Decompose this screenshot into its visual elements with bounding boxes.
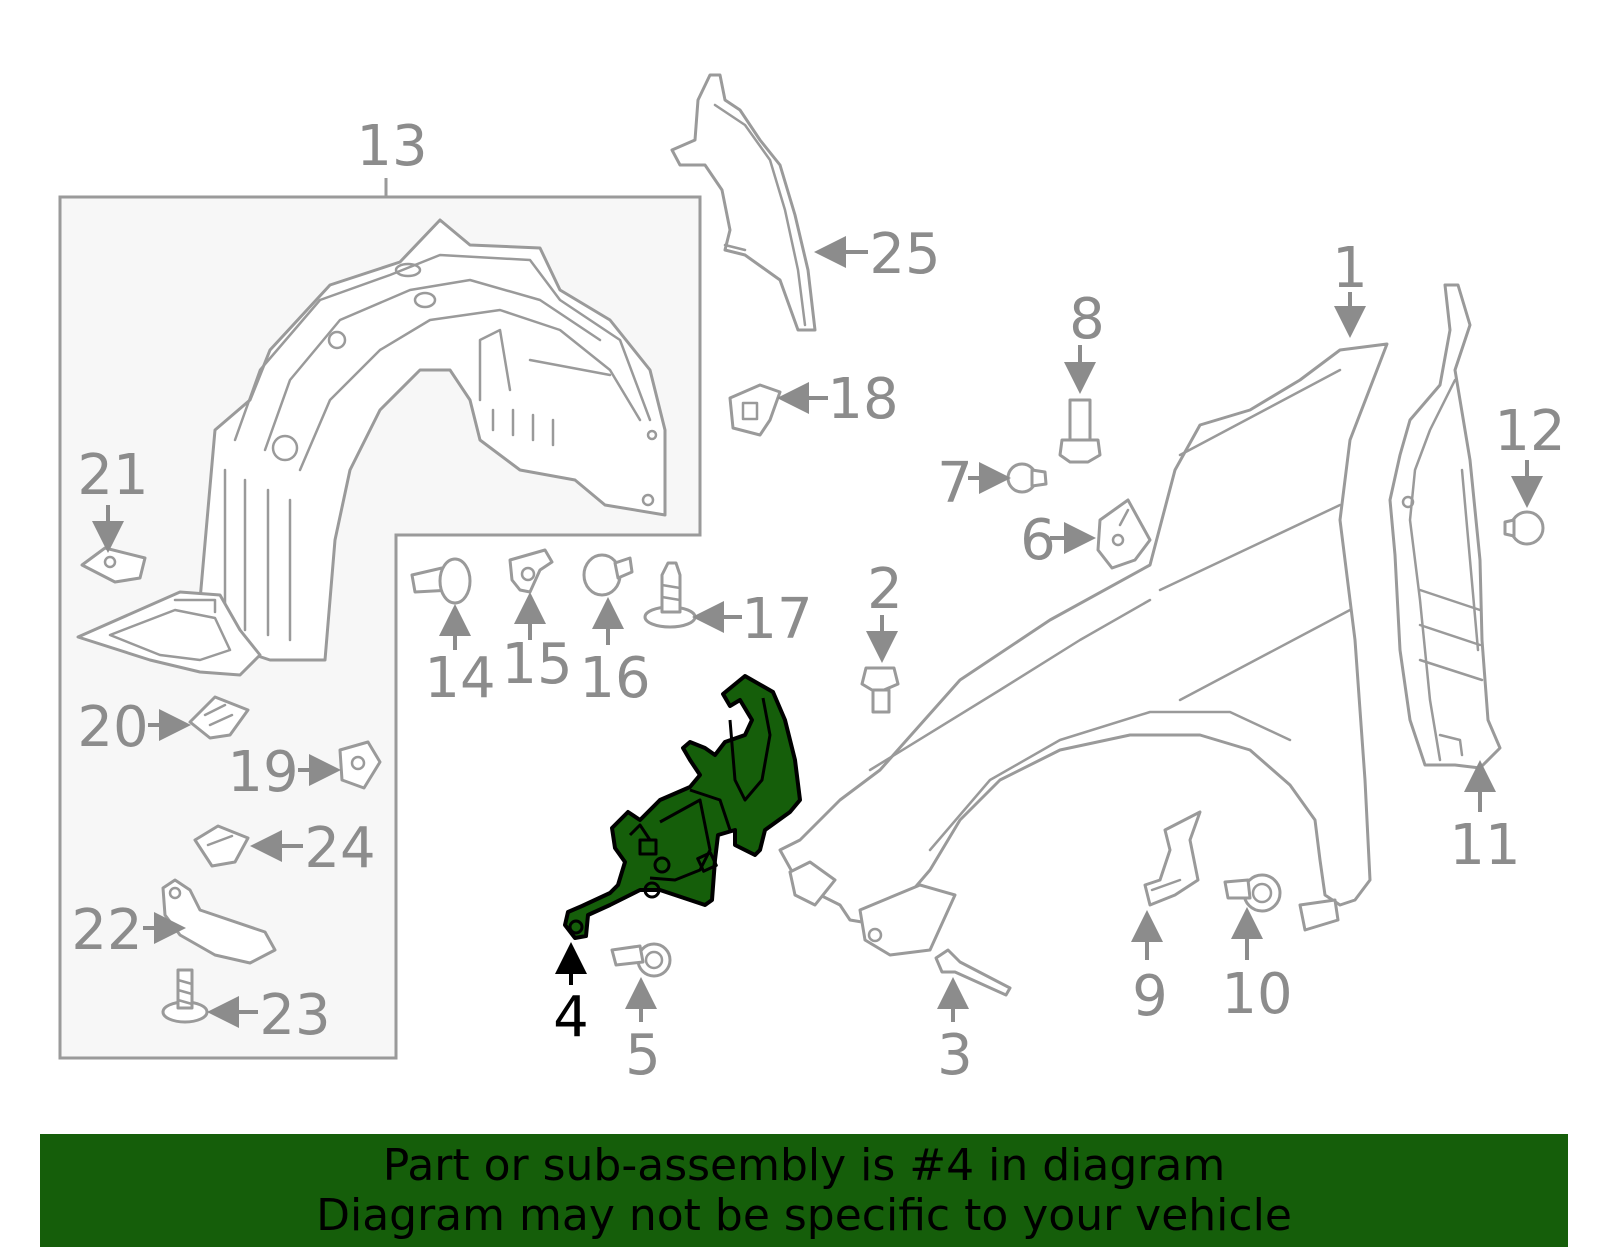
inner-fender-liner (76, 218, 667, 677)
callout-18: 18 (827, 367, 898, 432)
callout-5: 5 (625, 1023, 661, 1088)
rivet-3 (934, 948, 1012, 997)
info-banner: Part or sub-assembly is #4 in diagram Di… (40, 1134, 1568, 1247)
callout-15: 15 (501, 632, 572, 697)
callout-16: 16 (579, 646, 650, 711)
callout-22: 22 (71, 898, 142, 963)
callout-20: 20 (77, 695, 148, 760)
bolt-8 (1058, 398, 1102, 464)
callout-17: 17 (741, 587, 812, 652)
callout-14: 14 (424, 646, 495, 711)
callout-12: 12 (1494, 399, 1565, 464)
banner-line-disclaimer: Diagram may not be specific to your vehi… (316, 1189, 1292, 1241)
clip-19 (338, 740, 382, 790)
callout-13: 13 (356, 114, 427, 179)
banner-line-selected-part: Part or sub-assembly is #4 in diagram (382, 1139, 1226, 1191)
clip-10 (1223, 873, 1282, 913)
callout-9: 9 (1132, 964, 1168, 1029)
callout-25: 25 (869, 222, 940, 287)
callout-10: 10 (1221, 962, 1292, 1027)
fender-mount-bracket-highlighted (563, 674, 802, 940)
callout-23: 23 (259, 983, 330, 1048)
bracket-9 (1143, 810, 1202, 907)
callout-11: 11 (1449, 813, 1520, 878)
callout-7: 7 (937, 451, 973, 516)
callout-3: 3 (937, 1023, 973, 1088)
callout-6: 6 (1020, 508, 1056, 573)
callout-24: 24 (304, 816, 375, 881)
clip-24 (193, 824, 250, 868)
bolt-2 (860, 666, 900, 714)
callout-1: 1 (1332, 236, 1368, 301)
clip-7 (1006, 462, 1048, 494)
callout-19: 19 (227, 740, 298, 805)
clip-nut-18 (728, 383, 782, 437)
callout-8: 8 (1069, 287, 1105, 352)
callout-4: 4 (553, 985, 589, 1050)
fender-side-panel (1388, 283, 1502, 770)
callout-2: 2 (867, 557, 903, 622)
splash-shield-strip (670, 73, 817, 332)
clip-5 (610, 942, 672, 978)
clip-14 (410, 557, 472, 605)
clip-12 (1503, 510, 1545, 546)
clip-16 (582, 553, 634, 597)
bracket-6 (1096, 498, 1152, 570)
rivet-17 (643, 561, 697, 629)
callout-21: 21 (77, 443, 148, 508)
front-fender (778, 342, 1389, 957)
screw-23 (161, 968, 209, 1024)
clip-15 (508, 548, 554, 594)
clip-20 (188, 695, 250, 740)
